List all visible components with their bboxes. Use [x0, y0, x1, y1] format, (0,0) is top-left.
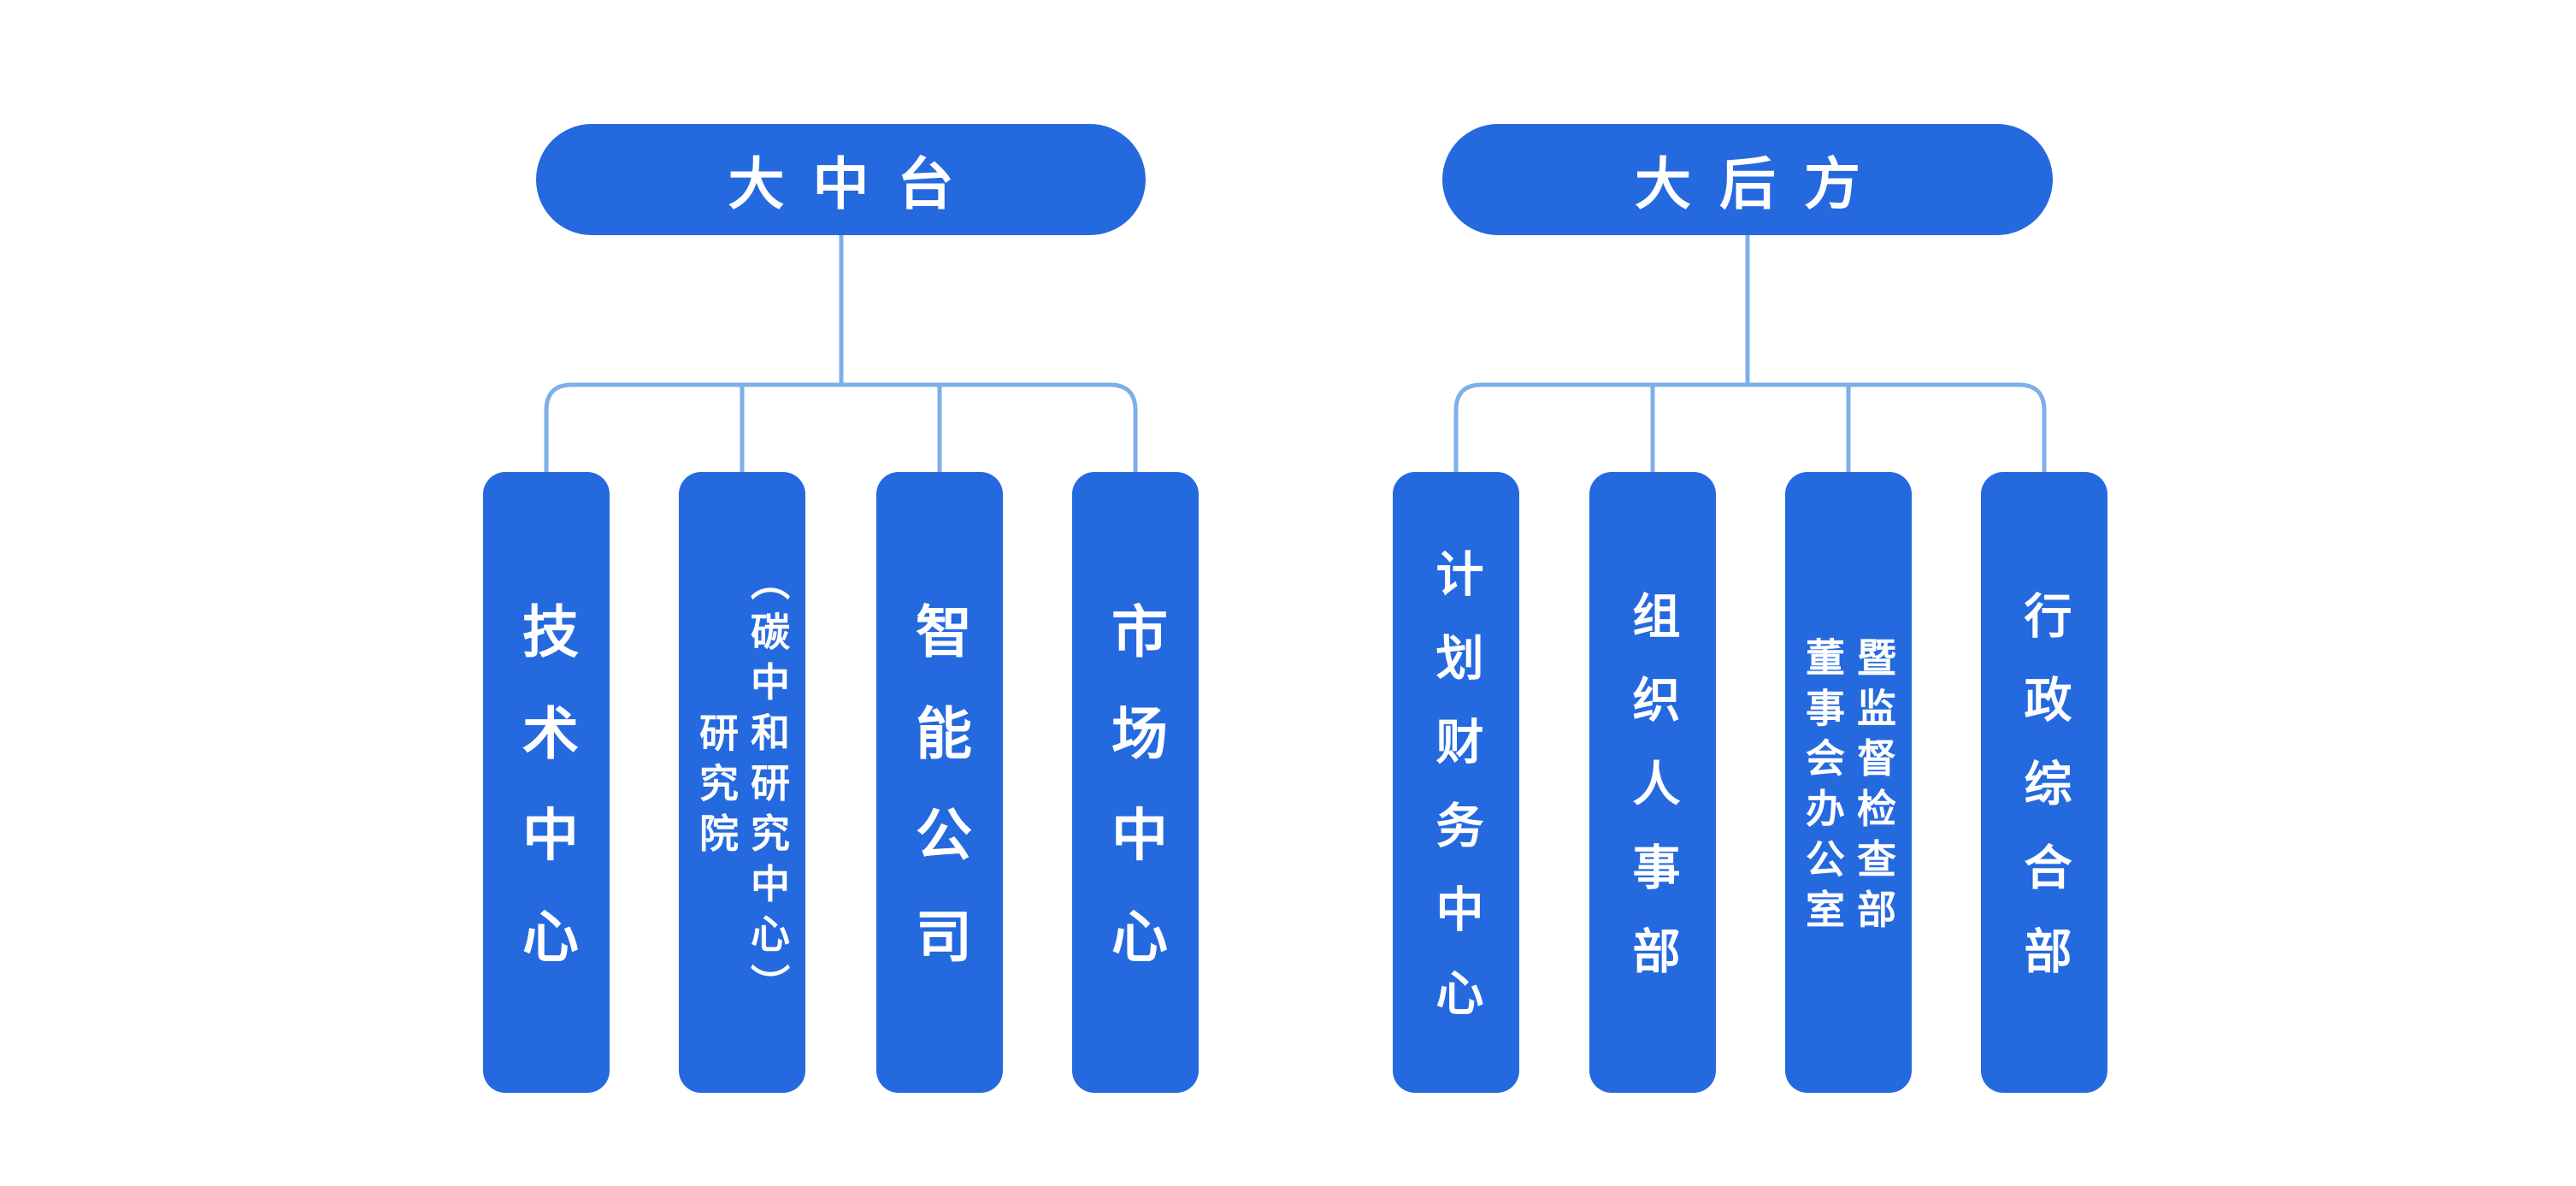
root-node-label: 大后方: [1635, 152, 1889, 215]
dept-node-org-hr-department[interactable]: 组织人事部: [1589, 472, 1716, 1093]
dept-node-label-line-2: 暨监督检查部: [1852, 636, 1896, 940]
dept-node-label-line-1: 研究院: [694, 712, 739, 864]
root-node-rear-support[interactable]: 大后方: [1442, 124, 2053, 235]
dept-node-label-line-1: 董事会办公室: [1801, 636, 1845, 940]
dept-node-technology-center[interactable]: 技术中心: [483, 472, 610, 1093]
dept-node-label: 智能公司: [908, 601, 971, 1008]
dept-node-label: 市场中心: [1104, 601, 1167, 1008]
connector-right-bus: [1453, 382, 2047, 475]
connector-left-bus: [544, 382, 1138, 475]
dept-node-planning-finance-center[interactable]: 计划财务中心: [1393, 472, 1519, 1093]
dept-node-label: 技术中心: [515, 601, 578, 1008]
dept-node-label: 组织人事部: [1626, 591, 1680, 1010]
dept-node-admin-general-department[interactable]: 行政综合部: [1981, 472, 2107, 1093]
dept-node-market-center[interactable]: 市场中心: [1072, 472, 1199, 1093]
dept-node-research-institute[interactable]: 研究院 （碳中和研究中心）: [679, 472, 805, 1093]
dept-node-intelligence-company[interactable]: 智能公司: [876, 472, 1003, 1093]
root-node-label: 大中台: [728, 152, 982, 215]
dept-node-label-line-2: （碳中和研究中心）: [746, 561, 790, 1015]
dept-node-label: 计划财务中心: [1429, 549, 1483, 1052]
root-node-middle-platform[interactable]: 大中台: [536, 124, 1146, 235]
dept-node-label: 行政综合部: [2018, 591, 2072, 1010]
dept-node-board-office-supervision[interactable]: 董事会办公室 暨监督检查部: [1785, 472, 1912, 1093]
